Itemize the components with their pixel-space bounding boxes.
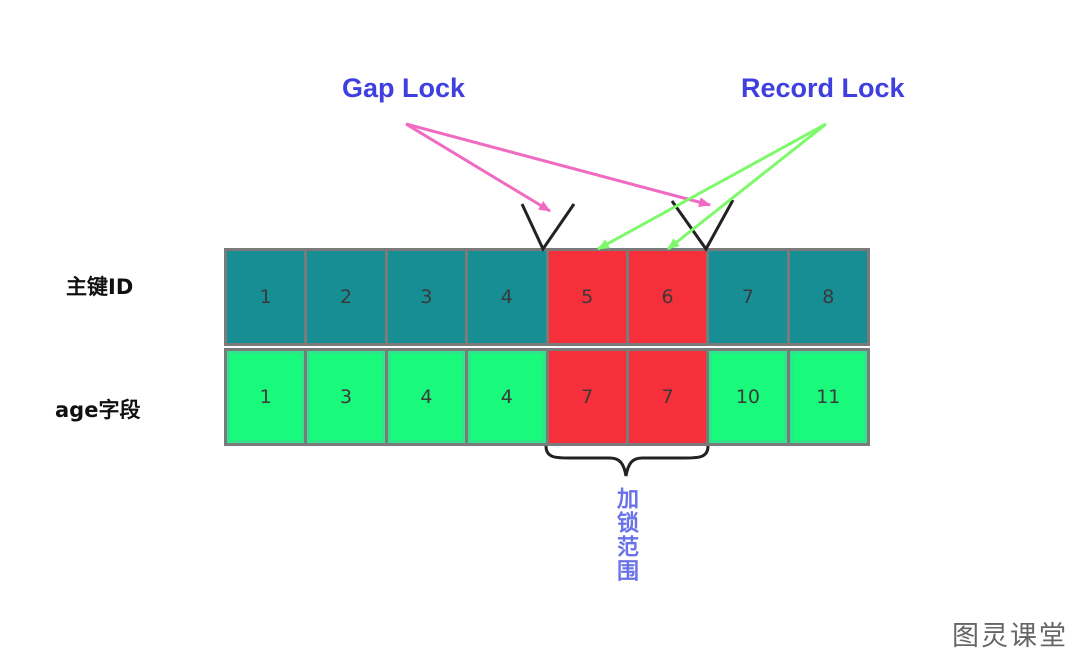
- age-cell: 3: [307, 351, 385, 443]
- age-row-label: age字段: [55, 398, 141, 422]
- age-cell: 1: [227, 351, 305, 443]
- primary-key-row: 1 2 3 4 5 6 7 8: [224, 248, 870, 346]
- pk-cell: 4: [468, 251, 546, 343]
- age-cell: 10: [709, 351, 787, 443]
- age-cell-locked: 7: [628, 351, 707, 443]
- pk-cell: 7: [709, 251, 787, 343]
- pk-cell: 2: [307, 251, 385, 343]
- gap-lock-arrow: [405, 122, 711, 207]
- gap-lock-title: Gap Lock: [342, 73, 466, 103]
- age-cell: 4: [387, 351, 466, 443]
- age-cell-locked: 7: [548, 351, 626, 443]
- gap-marker-right: [670, 199, 735, 252]
- age-row: 1 3 4 4 7 7 10 11: [224, 348, 870, 446]
- pk-cell: 3: [387, 251, 466, 343]
- record-lock-arrow: [667, 122, 827, 251]
- age-cell: 4: [468, 351, 546, 443]
- record-lock-title: Record Lock: [741, 73, 905, 103]
- primary-key-row-label: 主键ID: [66, 275, 134, 299]
- record-lock-arrow: [597, 122, 827, 251]
- age-cell: 11: [789, 351, 867, 443]
- watermark: 图灵课堂: [952, 621, 1068, 652]
- pk-cell-locked: 5: [548, 251, 626, 343]
- gap-marker-left: [520, 203, 576, 253]
- lock-range-brace: [544, 445, 710, 477]
- pk-cell: 1: [227, 251, 305, 343]
- gap-lock-arrow: [405, 122, 551, 213]
- pk-cell-locked: 6: [628, 251, 707, 343]
- pk-cell: 8: [789, 251, 867, 343]
- lock-range-label: 加锁范围: [613, 487, 638, 583]
